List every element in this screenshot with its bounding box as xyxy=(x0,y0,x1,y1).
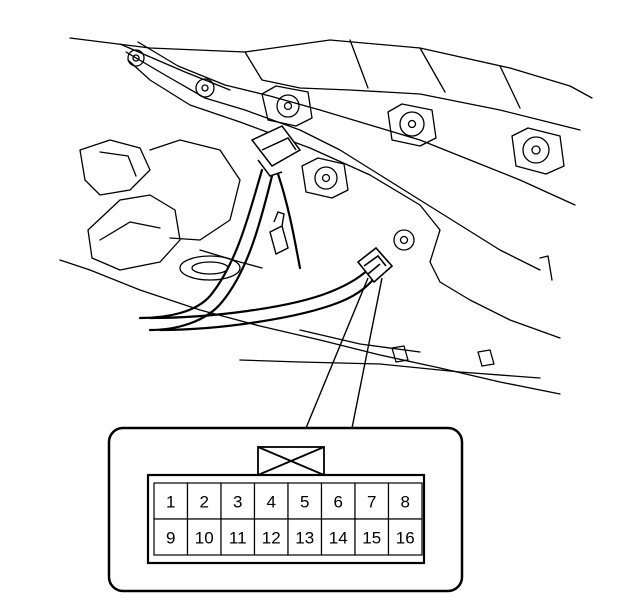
pin-cell-13 xyxy=(287,518,323,556)
pin-cell-8 xyxy=(387,482,423,520)
pin-number-2: 2 xyxy=(200,493,209,512)
target-connector xyxy=(356,246,394,284)
pin-number-16: 16 xyxy=(396,529,415,548)
pin-number-10: 10 xyxy=(195,529,214,548)
pin-number-11: 11 xyxy=(229,529,247,548)
pin-number-12: 12 xyxy=(262,529,281,548)
pin-number-3: 3 xyxy=(233,493,242,512)
pin-cell-11 xyxy=(220,518,256,556)
pin-number-7: 7 xyxy=(367,493,376,512)
pin-number-4: 4 xyxy=(267,493,276,512)
pin-cell-4 xyxy=(253,482,289,520)
pin-number-1: 1 xyxy=(166,493,175,512)
pin-cell-12 xyxy=(253,518,289,556)
pin-number-9: 9 xyxy=(166,529,175,548)
pin-number-5: 5 xyxy=(300,493,309,512)
callout-leader-lines xyxy=(305,277,383,429)
pin-cell-10 xyxy=(186,518,222,556)
pin-number-13: 13 xyxy=(295,529,314,548)
pin-cell-15 xyxy=(354,518,390,556)
pin-number-8: 8 xyxy=(401,493,410,512)
pin-cell-14 xyxy=(320,518,356,556)
pin-cell-6 xyxy=(320,482,356,520)
pin-number-6: 6 xyxy=(334,493,343,512)
dashboard-panel-drawing xyxy=(59,37,593,395)
pin-number-15: 15 xyxy=(362,529,381,548)
branch-plug xyxy=(269,211,289,256)
wiring-harness xyxy=(138,168,380,332)
pin-cell-5 xyxy=(287,482,323,520)
harness-upper-connector xyxy=(250,125,302,177)
pin-number-14: 14 xyxy=(329,529,348,548)
pin-cell-9 xyxy=(153,518,189,556)
pin-cell-16 xyxy=(387,518,423,556)
